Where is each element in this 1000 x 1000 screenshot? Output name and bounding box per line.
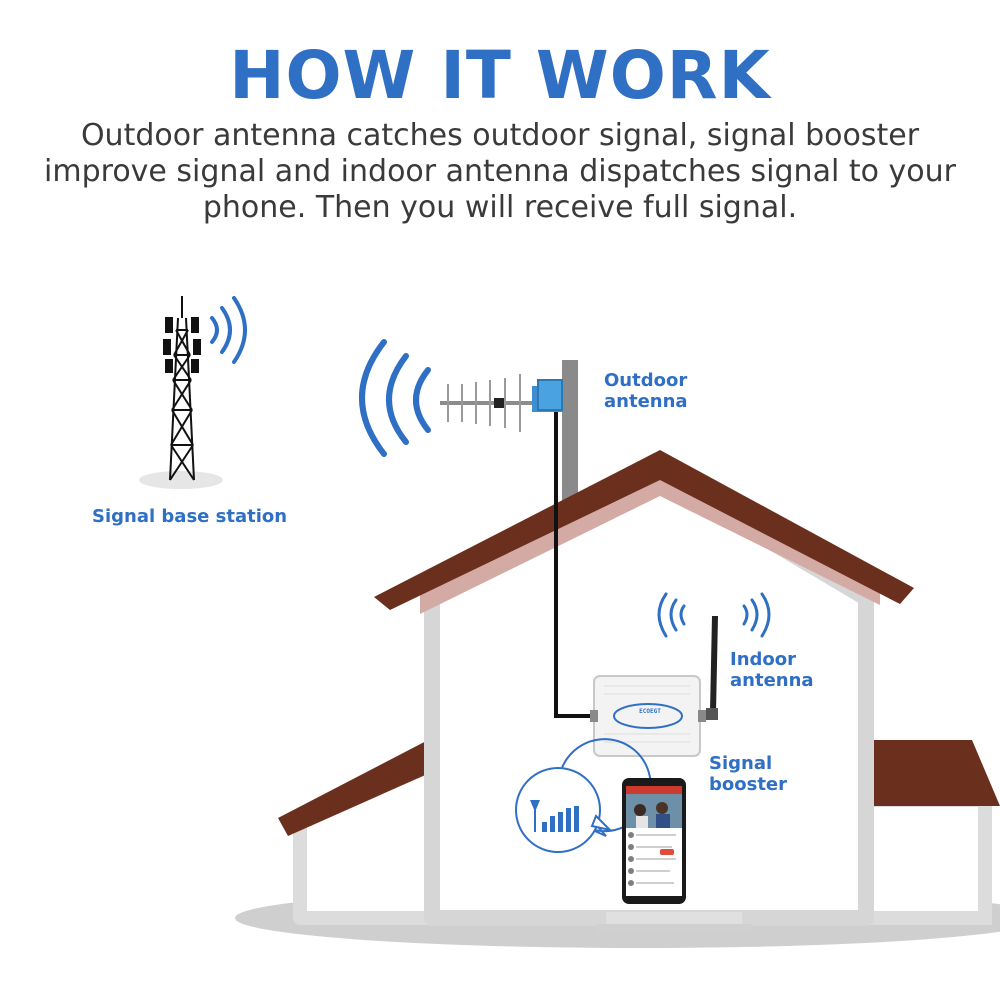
signal-booster-device [590,675,706,757]
smartphone-icon [622,778,686,904]
booster-brand-text: ECOEGT [639,708,661,715]
indoor-antenna-icon [706,616,718,720]
entrance-step [606,912,742,926]
booster-display [613,703,683,729]
signal-waves-icon [359,339,431,457]
page-description: Outdoor antenna catches outdoor signal, … [44,118,956,225]
outdoor-antenna-icon [440,374,563,432]
indoor-antenna-label: Indoor antenna [730,649,814,691]
left-annex [278,738,439,925]
house-roof [374,450,914,610]
signal-bars-icon [530,800,579,832]
right-annex-roof [868,740,1000,806]
cell-tower-icon [139,296,223,489]
right-annex [858,740,1000,925]
outdoor-antenna-label: Outdoor antenna [604,370,688,412]
signal-base-station-label: Signal base station [92,506,288,527]
page-title: HOW IT WORK [229,37,771,114]
coax-cable [554,404,600,718]
tower-signal-waves-icon [210,296,247,364]
indoor-signal-waves-icon [657,592,771,638]
signal-booster-label: Signal booster [709,753,788,795]
antenna-pole [562,360,578,510]
left-annex-roof [278,738,432,836]
